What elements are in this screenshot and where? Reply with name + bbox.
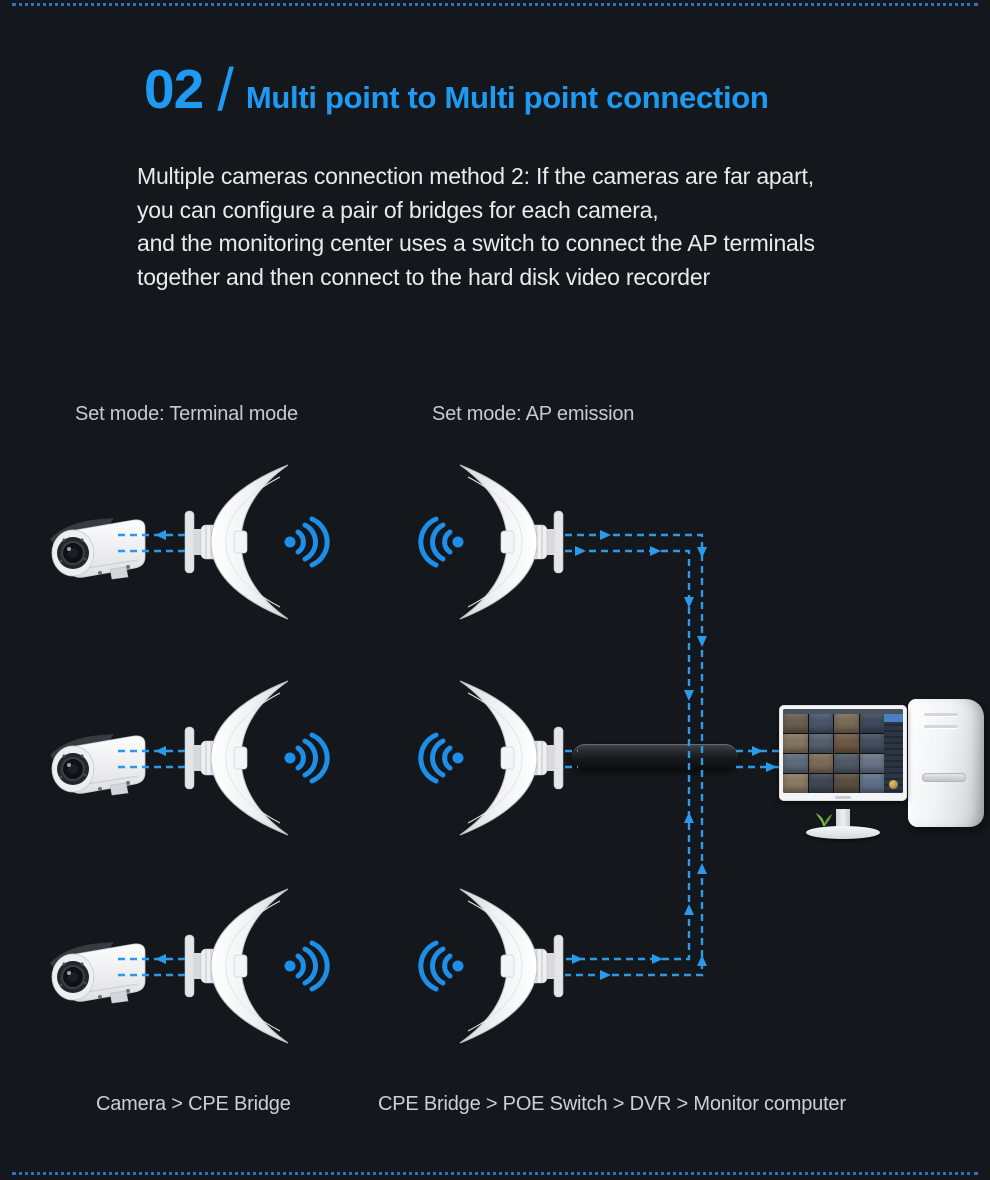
cpe-bridge-terminal-3 [184,879,334,1055]
cctv-camera-3 [49,941,146,1004]
drive-bay-slot [924,713,958,716]
camera-feed-thumbnail [834,734,859,753]
camera-feed-thumbnail [808,754,833,773]
section-title: Multi point to Multi point connection [245,80,769,115]
cpe-bridge-terminal-1 [184,455,334,631]
cctv-software-toolbar [783,709,903,714]
monitor-screen [783,709,903,793]
camera-feed-thumbnail [808,774,833,793]
camera-feed-thumbnail [859,734,884,753]
cpe-bridge-ap-2 [414,671,564,847]
camera-feed-thumbnail [834,774,859,793]
description-line-2: you can configure a pair of bridges for … [137,196,659,223]
tower-logo-badge [922,773,966,782]
slash-separator: / [217,56,234,123]
terminal-mode-label: Set mode: Terminal mode [75,403,298,425]
cctv-software-sidebar [884,714,903,793]
camera-feed-thumbnail [783,754,808,773]
cpe-bridge-ap-1 [414,455,564,631]
terminal-chain-caption: Camera > CPE Bridge [96,1093,291,1115]
poe-switch [572,744,738,771]
description-paragraph: Multiple cameras connection method 2: If… [137,160,877,294]
monitoring-station [779,697,989,839]
camera-feed-thumbnail [859,774,884,793]
monitor-stand-base [806,826,880,839]
ap-emission-label: Set mode: AP emission [432,403,635,425]
camera-feed-thumbnail [859,754,884,773]
section-header: 02 / Multi point to Multi point connecti… [144,56,769,123]
bottom-dotted-divider [12,1172,978,1175]
monitor-computer [779,705,907,839]
camera-feed-thumbnail [808,734,833,753]
camera-feed-thumbnail [783,714,808,733]
plant-decoration [816,813,832,826]
camera-feed-thumbnail [783,774,808,793]
camera-feed-grid [783,714,884,793]
cctv-camera-2 [49,733,146,796]
section-number: 02 [144,58,204,120]
drive-bay-slot [924,725,958,728]
cctv-software-body [783,714,903,793]
monitor-logo [835,796,851,799]
cpe-bridge-ap-3 [414,879,564,1055]
top-dotted-divider [12,3,978,6]
camera-feed-thumbnail [859,714,884,733]
monitor-stand-neck [836,809,850,829]
camera-feed-thumbnail [808,714,833,733]
camera-feed-thumbnail [834,754,859,773]
description-line-1: Multiple cameras connection method 2: If… [137,163,814,189]
pc-tower [908,699,984,827]
description-line-4: together and then connect to the hard di… [137,263,710,290]
monitor-bezel [779,705,907,801]
ap-chain-caption: CPE Bridge > POE Switch > DVR > Monitor … [378,1093,846,1115]
cpe-bridge-terminal-2 [184,671,334,847]
camera-feed-thumbnail [783,734,808,753]
description-line-3: and the monitoring center uses a switch … [137,230,815,256]
camera-feed-thumbnail [834,714,859,733]
cctv-camera-1 [49,517,146,580]
